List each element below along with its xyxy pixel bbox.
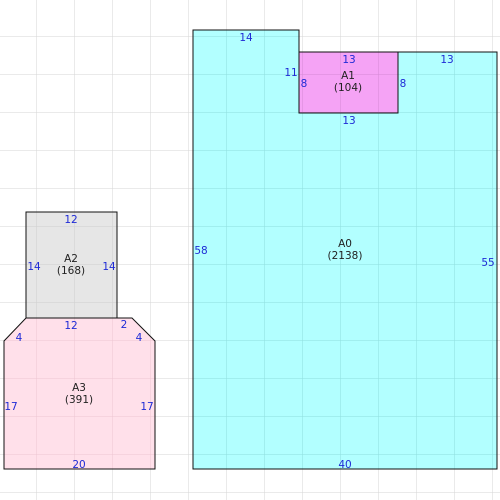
room-a0-name: A0 (338, 238, 352, 250)
room-a1-area: (104) (334, 82, 362, 94)
room-a3-name: A3 (72, 382, 86, 394)
room-a2-dim-top: 12 (64, 214, 77, 226)
room-a3-dim-diag-right: 4 (136, 332, 143, 344)
room-a3-dim-top: 12 (64, 320, 77, 332)
room-a1-dim-notch: 11 (284, 67, 297, 79)
room-a3-grid (4, 318, 155, 469)
room-a1-name: A1 (341, 70, 355, 82)
room-a2-dim-left: 14 (27, 261, 41, 273)
room-a3-outline (3, 317, 156, 470)
room-a0-dim-left: 58 (194, 245, 207, 257)
room-a0-area: (2138) (328, 250, 363, 262)
room-a3-dim-left: 17 (4, 401, 17, 413)
room-a1-dim-right: 8 (400, 78, 407, 90)
room-a3-area: (391) (65, 394, 93, 406)
room-a2[interactable]: A2 (168) 12 14 14 (25, 211, 118, 319)
room-a0-dim-bottom: 40 (338, 459, 351, 471)
room-a3-dim-diag-left: 4 (16, 332, 23, 344)
room-a1-dim-left: 8 (301, 78, 308, 90)
room-a1-dim-bottom: 13 (342, 115, 355, 127)
room-a1-dim-top: 13 (342, 54, 355, 66)
room-a0-dim-right: 55 (481, 257, 494, 269)
room-a2-area: (168) (57, 265, 85, 277)
room-a3-dim-bottom: 20 (72, 459, 85, 471)
room-a1[interactable]: A1 (104) 13 13 8 8 11 (284, 51, 407, 127)
room-a3-dim-right: 17 (140, 401, 153, 413)
room-a0-dim-top-left: 14 (239, 32, 253, 44)
room-a1-grid (299, 52, 398, 113)
room-a0[interactable]: A0 (2138) 14 13 58 55 40 (192, 29, 498, 471)
room-a0-dim-top-right: 13 (440, 54, 453, 66)
room-a3[interactable]: A3 (391) 12 2 4 4 17 17 20 (3, 317, 156, 471)
room-a0-grid (193, 30, 497, 469)
room-a1-outline (298, 51, 399, 114)
room-a2-grid (26, 212, 117, 318)
room-a0-outline (192, 29, 498, 470)
room-a2-dim-right: 14 (102, 261, 116, 273)
room-a3-dim-top-right: 2 (121, 319, 128, 331)
room-a2-name: A2 (64, 253, 78, 265)
